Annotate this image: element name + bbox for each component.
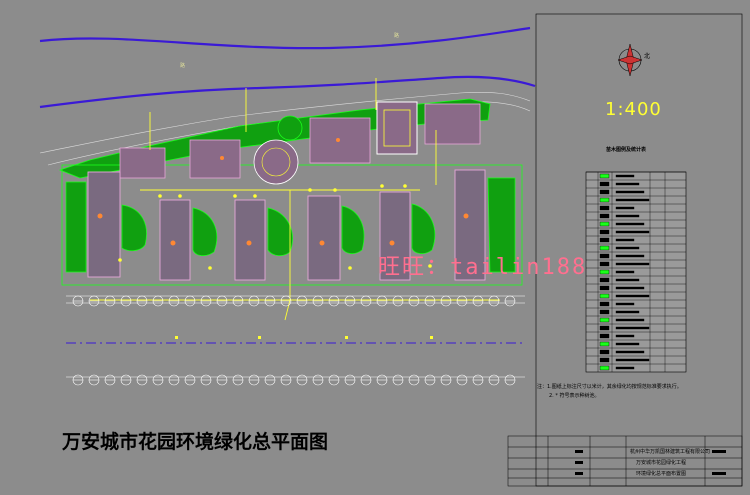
drawing-title: 万安城市花园环境绿化总平面图 [62,431,329,453]
road-label-1: 路 [180,63,186,69]
north-label: 北 [644,53,651,60]
yellow-tree-dots [118,184,432,270]
legend-text-line [615,270,635,274]
legend-text-line [615,366,635,370]
road-markers [175,336,433,339]
legend-text-line [615,350,645,354]
legend-symbol [599,229,610,235]
legend-text-line [615,294,650,298]
lawns [65,177,516,273]
clubhouse-inner [383,109,411,147]
title-block-marks [575,450,726,475]
legend-symbol [599,205,610,211]
scale-label: 1:400 [605,99,662,120]
legend-text-line [615,302,635,306]
legend-symbol [599,349,610,355]
legend-text-line [615,182,640,186]
road-label-2: 路 [394,33,400,39]
legend-title: 苗木图例及统计表 [606,147,647,153]
legend-symbol [599,357,610,363]
legend-symbol [599,213,610,219]
river-line-top [39,26,531,50]
notes: 注：1.图纸上标注尺寸以米计，其余绿化均按规范标准要求执行。 2. * 符号表示… [537,383,682,401]
legend-symbol [599,317,610,323]
legend-symbol [599,261,610,267]
legend-symbol [599,237,610,243]
title-block-drawing-name: 环境绿化总平面布置图 [636,471,687,477]
legend-text-line [615,190,645,194]
legend-text-line [615,246,640,250]
plaza-tree [277,115,303,141]
legend-symbol [599,197,610,203]
legend-text-line [615,334,635,338]
legend-symbol [599,269,610,275]
tree-markers [97,138,469,246]
legend-symbol [599,173,610,179]
legend-text-line [615,262,650,266]
legend-symbol [599,365,610,371]
legend-text-line [615,318,645,322]
legend-text-line [615,214,640,218]
legend-symbol [599,181,610,187]
road-edge-north [39,91,531,154]
legend-symbol [599,277,610,283]
legend-text-line [615,310,640,314]
central-plaza [253,139,299,185]
title-block-project: 万安城市花园绿化工程 [636,460,687,466]
legend-text-line [615,326,650,330]
legend-symbol [599,285,610,291]
title-block [507,435,743,487]
legend-table [585,171,687,373]
legend-symbol [599,253,610,259]
legend-text-line [615,358,650,362]
river-line-bottom [39,75,536,109]
legend-text-line [615,254,645,258]
street-trees-row-2 [72,374,516,386]
legend-text-line [615,222,645,226]
legend-symbol [599,189,610,195]
title-block-company: 杭州中华万凯国林建筑工程有限公司 [630,449,711,455]
legend-symbol [599,221,610,227]
legend-text-line [615,342,640,346]
legend-symbol [599,301,610,307]
legend-text-line [615,278,640,282]
legend-text-line [615,230,650,234]
north-arrow [617,43,643,77]
legend-text-line [615,198,650,202]
residential-blocks [87,169,486,281]
yellow-paths [90,78,500,321]
north-buildings [119,103,481,179]
legend-symbol [599,333,610,339]
legend-symbol [599,341,610,347]
legend-text-line [615,238,635,242]
legend-symbol [599,325,610,331]
legend-symbol [599,293,610,299]
legend-text-line [615,174,635,178]
central-plaza-ring [261,147,291,177]
legend-text-line [615,286,645,290]
note-2: 2. * 符号表示种树池。 [549,393,600,399]
note-1: 注：1.图纸上标注尺寸以米计，其余绿化均按规范标准要求执行。 [537,384,682,390]
legend-text-line [615,206,635,210]
legend-symbol [599,245,610,251]
street-trees-row-1 [72,295,516,307]
legend-symbol [599,309,610,315]
watermark: 旺旺：tailin188 [378,255,588,280]
